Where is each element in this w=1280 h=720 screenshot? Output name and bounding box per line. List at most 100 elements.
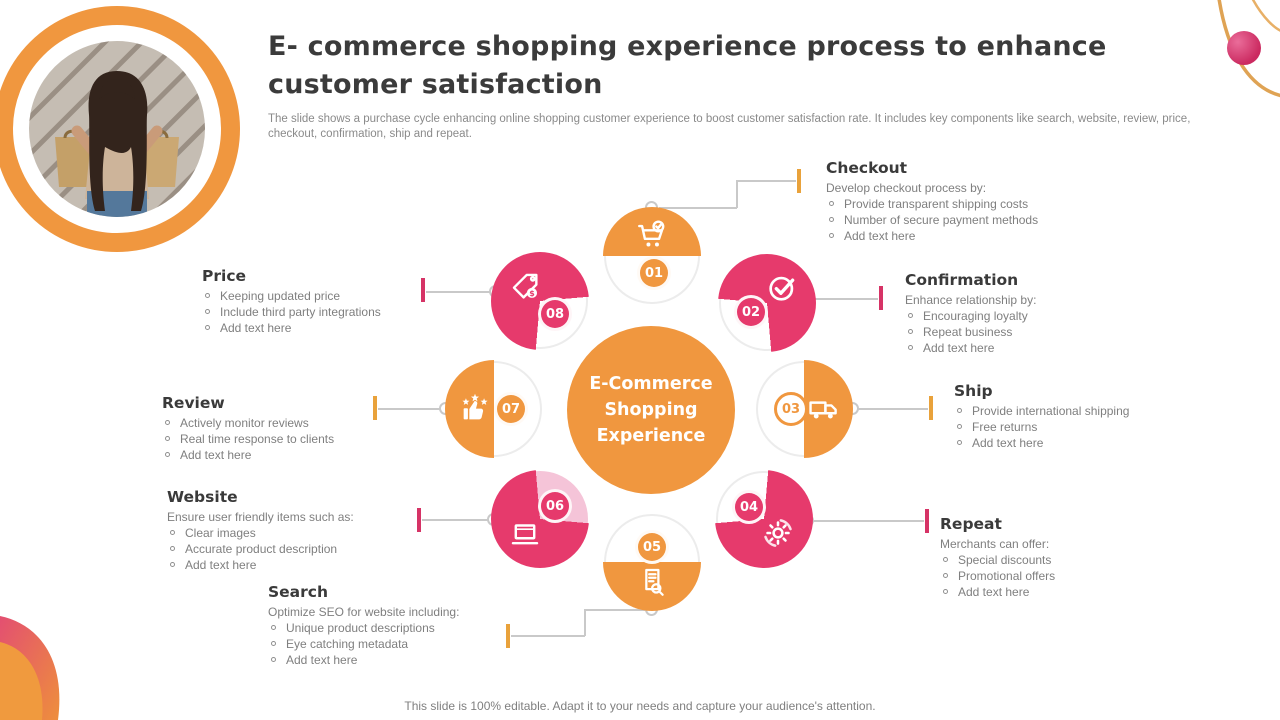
check-circle-icon [765, 271, 799, 305]
node-step-07: 07 [445, 360, 543, 458]
bullet-text: Add text here [958, 585, 1030, 599]
thumbs-up-stars-icon [458, 392, 492, 426]
node-step-03: 03 [755, 360, 853, 458]
bullet-marker [205, 293, 210, 298]
connector-line [511, 635, 585, 637]
step-intro: Optimize SEO for website including: [268, 605, 460, 619]
bullet-marker [829, 201, 834, 206]
bullet-marker [943, 557, 948, 562]
bullet-marker [271, 641, 276, 646]
bullet-item: Add text here [162, 447, 434, 463]
svg-text:$: $ [529, 289, 535, 298]
node-number-badge: 08 [538, 297, 572, 331]
pink-ball-decor [1227, 31, 1261, 65]
bullet-marker [165, 452, 170, 457]
node-number-badge: 03 [774, 392, 808, 426]
bullet-item: Free returns [954, 419, 1226, 435]
bullet-text: Keeping updated price [220, 289, 341, 303]
gear-sync-icon [761, 516, 795, 550]
step-block-ship: Ship Provide international shipping Free… [954, 383, 1226, 451]
bullet-text: Provide transparent shipping costs [844, 197, 1029, 211]
step-title: Ship [954, 382, 993, 400]
bullet-marker [908, 345, 913, 350]
connector-line [736, 180, 796, 182]
bottom-left-blob-decor [0, 616, 60, 720]
bullet-marker [908, 329, 913, 334]
bullet-text: Repeat business [923, 325, 1013, 339]
node-step-08: $ 08 [491, 252, 589, 350]
node-step-04: 04 [715, 470, 813, 568]
bullet-marker [165, 436, 170, 441]
bullet-marker [165, 420, 170, 425]
connector-line [813, 298, 878, 300]
laptop-icon [508, 517, 542, 551]
accent-tick-review [373, 396, 377, 420]
bullet-marker [957, 440, 962, 445]
step-block-confirmation: Confirmation Enhance relationship by: En… [905, 272, 1177, 356]
bullet-text: Add text here [923, 341, 995, 355]
bullet-text: Provide international shipping [972, 404, 1130, 418]
step-block-website: Website Ensure user friendly items such … [167, 489, 439, 573]
bullet-text: Free returns [972, 420, 1038, 434]
bullet-text: Add text here [286, 653, 358, 667]
node-number-badge: 01 [637, 256, 671, 290]
connector-line [426, 291, 492, 293]
bullet-item: Repeat business [905, 324, 1177, 340]
bullet-text: Add text here [844, 229, 916, 243]
bullet-text: Add text here [185, 558, 257, 572]
bullet-item: Accurate product description [167, 541, 439, 557]
top-right-swirl-decor [1217, 0, 1280, 98]
bullet-item: Special discounts [940, 552, 1212, 568]
step-block-checkout: Checkout Develop checkout process by: Pr… [826, 160, 1098, 244]
woman-shopping-photo [29, 41, 205, 217]
photo-ring [0, 6, 240, 252]
connector-line [585, 609, 647, 611]
bullet-item: Provide international shipping [954, 403, 1226, 419]
node-wedge [718, 254, 816, 352]
bullet-item: Provide transparent shipping costs [826, 196, 1098, 212]
bullet-marker [957, 408, 962, 413]
profile-photo [29, 41, 205, 217]
step-intro: Ensure user friendly items such as: [167, 510, 354, 524]
node-wedge [491, 252, 589, 350]
step-intro: Develop checkout process by: [826, 181, 987, 195]
node-step-01: 01 [603, 207, 701, 305]
bullet-marker [829, 233, 834, 238]
bullet-marker [943, 573, 948, 578]
bullet-text: Number of secure payment methods [844, 213, 1039, 227]
bullet-text: Accurate product description [185, 542, 338, 556]
bullet-text: Real time response to clients [180, 432, 335, 446]
truck-icon [807, 392, 841, 426]
bullet-text: Eye catching metadata [286, 637, 409, 651]
bullet-item: Add text here [940, 584, 1212, 600]
document-search-icon [635, 565, 669, 599]
connector-line [422, 519, 490, 521]
step-title: Price [202, 267, 247, 285]
hub-title: E-Commerce Shopping Experience [589, 374, 713, 446]
hub-circle: E-Commerce Shopping Experience [567, 326, 735, 494]
connector-line [378, 408, 442, 410]
bullet-item: Real time response to clients [162, 431, 434, 447]
bullet-marker [908, 313, 913, 318]
step-title: Checkout [826, 159, 908, 177]
bullet-text: Special discounts [958, 553, 1052, 567]
bullet-marker [205, 309, 210, 314]
connector-line [857, 408, 928, 410]
bullet-marker [957, 424, 962, 429]
accent-tick-price [421, 278, 425, 302]
bullet-marker [271, 625, 276, 630]
step-intro: Enhance relationship by: [905, 293, 1037, 307]
bullet-item: Include third party integrations [202, 304, 474, 320]
step-intro: Merchants can offer: [940, 537, 1050, 551]
bullet-item: Add text here [826, 228, 1098, 244]
bullet-marker [170, 546, 175, 551]
step-title: Review [162, 394, 225, 412]
step-title: Repeat [940, 515, 1002, 533]
bullet-text: Promotional offers [958, 569, 1056, 583]
node-number-badge: 02 [734, 295, 768, 329]
accent-tick-checkout [797, 169, 801, 193]
bullet-marker [205, 325, 210, 330]
accent-tick-repeat [925, 509, 929, 533]
bullet-marker [170, 562, 175, 567]
cart-check-icon [635, 219, 669, 253]
